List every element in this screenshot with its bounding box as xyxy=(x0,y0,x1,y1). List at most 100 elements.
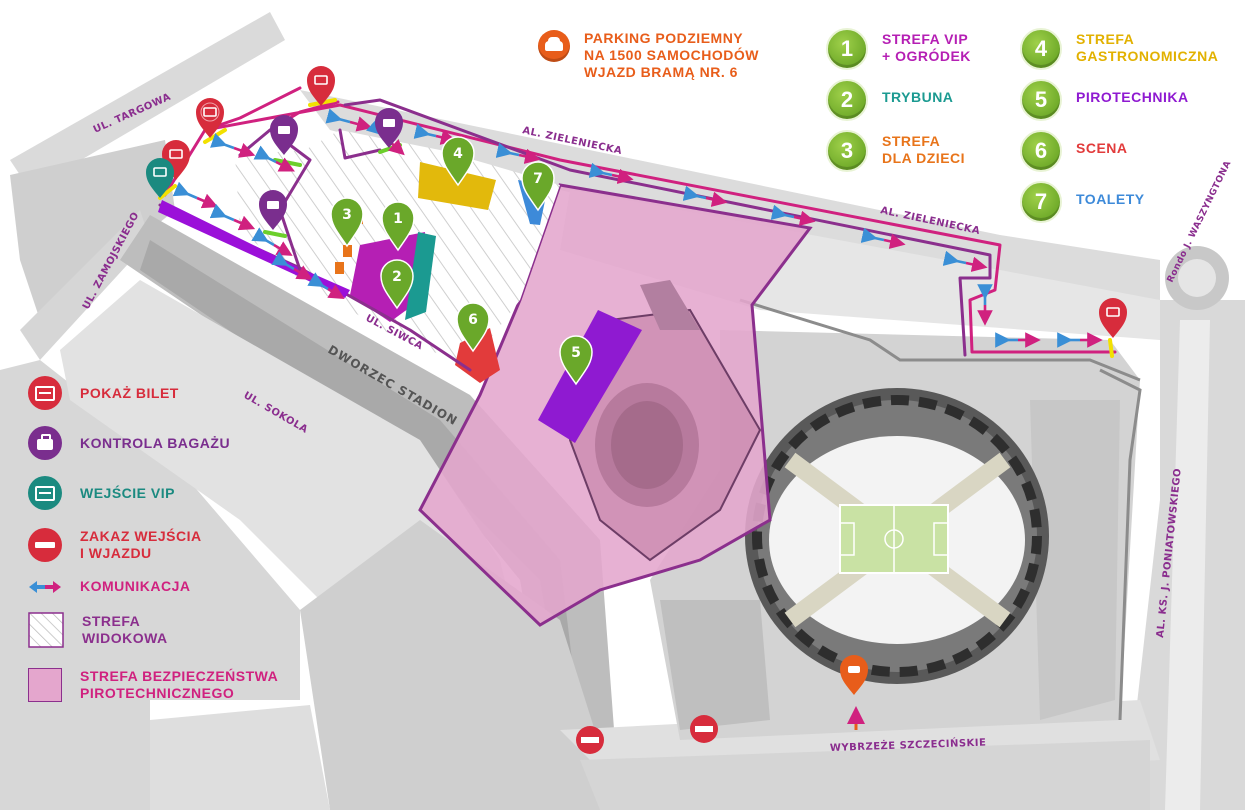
ticket-icon xyxy=(203,107,217,117)
zone-line-1: STREFA xyxy=(882,133,941,149)
baggage-icon xyxy=(28,426,62,460)
legend-line-2: WIDOKOWA xyxy=(82,630,168,646)
zone-label: TRYBUNA xyxy=(882,89,953,106)
zone-line-2: DLA DZIECI xyxy=(882,150,966,166)
double-arrow-icon xyxy=(588,162,634,184)
zone-number-badge: 4 xyxy=(1020,28,1062,70)
vip-ticket-icon xyxy=(28,476,62,510)
parking-key: PARKING PODZIEMNY NA 1500 SAMOCHODÓW WJA… xyxy=(538,30,759,81)
kids-zone-area xyxy=(335,262,344,274)
zone-line-1: PIROTECHNIKA xyxy=(1076,89,1189,105)
zone-number-badge: 5 xyxy=(1020,79,1062,121)
zone-line-1: TOALETY xyxy=(1076,191,1145,207)
baggage-icon xyxy=(267,201,279,209)
no-entry-icon xyxy=(581,737,599,743)
pin-number: 2 xyxy=(392,269,402,285)
zone-line-1: SCENA xyxy=(1076,140,1128,156)
zone-label: PIROTECHNIKA xyxy=(1076,89,1189,106)
zone-label: STREFA GASTRONOMICZNA xyxy=(1076,31,1218,65)
zone-line-1: STREFA xyxy=(1076,31,1135,47)
vip-entry-pin[interactable] xyxy=(146,158,174,198)
zone-key-3: 3 STREFA DLA DZIECI xyxy=(826,130,965,172)
zone-key-4: 4 STREFA GASTRONOMICZNA xyxy=(1020,28,1218,70)
parking-line-2: NA 1500 SAMOCHODÓW xyxy=(584,47,759,63)
zone-line-2: + OGRÓDEK xyxy=(882,48,971,64)
legend-baggage: KONTROLA BAGAŻU xyxy=(28,426,230,460)
parking-pin[interactable] xyxy=(840,655,868,695)
double-arrow-icon xyxy=(209,203,256,231)
stadium xyxy=(745,388,1049,684)
legend-label: KOMUNIKACJA xyxy=(80,578,191,594)
zone-number-badge: 7 xyxy=(1020,181,1062,223)
zone-line-1: STREFA VIP xyxy=(882,31,969,47)
ticket-pin[interactable] xyxy=(307,66,335,106)
no-entry-sign xyxy=(690,715,718,743)
zone-key-5: 5 PIROTECHNIKA xyxy=(1020,79,1189,121)
pin-number: 7 xyxy=(533,171,543,187)
zone-number-badge: 2 xyxy=(826,79,868,121)
legend-label: STREFA WIDOKOWA xyxy=(82,613,168,647)
car-icon xyxy=(848,666,860,673)
zone-label: TOALETY xyxy=(1076,191,1145,208)
zone-label: STREFA VIP + OGRÓDEK xyxy=(882,31,971,65)
legend-safety-zone: STREFA BEZPIECZEŃSTWA PIROTECHNICZNEGO xyxy=(28,668,278,702)
zone-key-6: 6 SCENA xyxy=(1020,130,1128,172)
no-entry-icon xyxy=(28,528,62,562)
double-arrow-icon xyxy=(770,204,816,226)
legend-line-1: ZAKAZ WEJŚCIA xyxy=(80,528,202,544)
double-arrow-icon xyxy=(172,181,219,209)
zone-pin-2[interactable]: 2 xyxy=(380,259,414,310)
ticket-icon xyxy=(169,149,183,159)
zone-pin-7[interactable]: 7 xyxy=(521,161,555,212)
pin-number: 1 xyxy=(393,211,403,227)
double-arrow-icon xyxy=(251,227,293,256)
legend-label: ZAKAZ WEJŚCIA I WJAZDU xyxy=(80,528,202,562)
ticket-pin[interactable] xyxy=(196,98,224,138)
baggage-icon xyxy=(278,126,290,134)
legend-line-2: I WJAZDU xyxy=(80,545,152,561)
vip-ticket-icon xyxy=(153,167,167,177)
pin-number: 6 xyxy=(468,312,478,328)
grandstand-zone-area xyxy=(405,232,436,320)
legend-show-ticket: POKAŻ BILET xyxy=(28,376,179,410)
zone-pin-3[interactable]: 3 xyxy=(330,197,364,248)
legend-no-entry: ZAKAZ WEJŚCIA I WJAZDU xyxy=(28,528,202,562)
hatch-swatch-icon xyxy=(28,612,64,648)
zone-line-2: GASTRONOMICZNA xyxy=(1076,48,1219,64)
legend-label: STREFA BEZPIECZEŃSTWA PIROTECHNICZNEGO xyxy=(80,668,278,702)
ticket-pin[interactable] xyxy=(1099,298,1127,338)
double-arrow-icon xyxy=(495,142,541,164)
legend-line-1: STREFA xyxy=(82,613,141,629)
baggage-pin[interactable] xyxy=(270,115,298,155)
pin-number: 5 xyxy=(571,345,581,361)
zone-key-7: 7 TOALETY xyxy=(1020,181,1145,223)
pyrotechnics-zone-area xyxy=(538,310,642,443)
zone-number-badge: 6 xyxy=(1020,130,1062,172)
zone-line-1: TRYBUNA xyxy=(882,89,954,105)
pin-number: 3 xyxy=(342,207,352,223)
double-arrow-icon xyxy=(253,145,295,172)
parking-line-1: PARKING PODZIEMNY xyxy=(584,30,744,46)
double-arrow-icon xyxy=(325,108,373,132)
legend-vip-entry: WEJŚCIE VIP xyxy=(28,476,175,510)
ticket-icon xyxy=(28,376,62,410)
zone-pin-5[interactable]: 5 xyxy=(559,335,593,386)
zone-pin-6[interactable]: 6 xyxy=(456,302,490,353)
zone-key-2: 2 TRYBUNA xyxy=(826,79,953,121)
legend-view-zone: STREFA WIDOKOWA xyxy=(28,612,168,648)
no-entry-icon xyxy=(695,726,713,732)
pyrotechnic-safety-zone xyxy=(418,183,813,627)
baggage-pin[interactable] xyxy=(259,190,287,230)
base-map xyxy=(0,12,1245,810)
zone-label: STREFA DLA DZIECI xyxy=(882,133,965,167)
double-arrow-icon xyxy=(307,272,345,300)
no-entry-sign xyxy=(576,726,604,754)
zone-number-badge: 3 xyxy=(826,130,868,172)
zone-pin-1[interactable]: 1 xyxy=(381,201,415,252)
double-arrow-icon xyxy=(860,227,906,249)
double-arrow-icon xyxy=(413,123,457,145)
gastronomy-zone-area xyxy=(418,162,496,210)
zone-pin-4[interactable]: 4 xyxy=(441,136,475,187)
legend-line-2: PIROTECHNICZNEGO xyxy=(80,685,235,701)
baggage-pin[interactable] xyxy=(375,108,403,148)
